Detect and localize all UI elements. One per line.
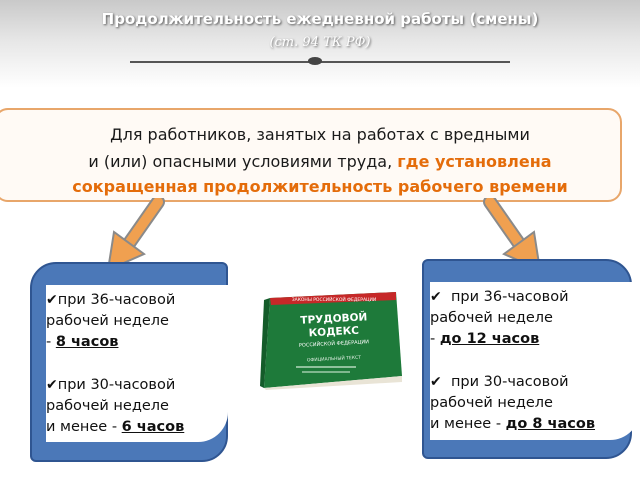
book-official-text: ОФИЦИАЛЬНЫЙ ТЕКСТ xyxy=(307,354,362,364)
callout-line-2: и (или) опасными условиями труда, где ус… xyxy=(0,152,640,171)
left-item1-prefix: - xyxy=(46,334,56,350)
left-panel: ✔при 36-часовой рабочей неделе - 8 часов… xyxy=(46,285,228,442)
left-item1-line1: ✔при 36-часовой xyxy=(46,290,175,311)
right-item1-line2: рабочей неделе xyxy=(430,310,553,326)
book-title-1: ТРУДОВОЙ xyxy=(300,310,368,326)
book-title-2: КОДЕКС xyxy=(308,325,359,340)
checkmark-icon: ✔ xyxy=(430,289,442,305)
callout-highlight: где установлена xyxy=(397,152,552,171)
page-subtitle: (ст. 94 ТК РФ) xyxy=(269,35,371,50)
left-item2-line1: ✔при 30-часовой xyxy=(46,375,175,396)
right-item2-line3: и менее - до 8 часов xyxy=(430,414,595,435)
right-item2-line1: ✔ при 30-часовой xyxy=(430,372,569,393)
right-item2-line2: рабочей неделе xyxy=(430,395,553,411)
left-item1-value: 8 часов xyxy=(55,334,119,350)
right-item1-value: до 12 часов xyxy=(439,331,540,347)
right-panel: ✔ при 36-часовой рабочей неделе - до 12 … xyxy=(430,282,640,440)
right-item1-line1: ✔ при 36-часовой xyxy=(430,287,569,308)
left-item2-line2: рабочей неделе xyxy=(46,398,169,414)
divider-ornament xyxy=(308,57,322,65)
left-item2-value: 6 часов xyxy=(121,419,185,435)
labor-code-book-image: ЗАКОНЫ РОССИЙСКОЙ ФЕДЕРАЦИИ ТРУДОВОЙ КОД… xyxy=(260,292,402,390)
callout-line-2-text: и (или) опасными условиями труда, xyxy=(88,152,398,171)
right-item2-text-a: при 30-часовой xyxy=(450,374,569,390)
right-item2-value: до 8 часов xyxy=(505,416,596,432)
callout-line-3: сокращенная продолжительность рабочего в… xyxy=(72,177,568,196)
page-title: Продолжительность ежедневной работы (сме… xyxy=(101,10,539,28)
checkmark-icon: ✔ xyxy=(430,374,442,390)
header-band xyxy=(0,0,640,88)
left-item2-prefix: и менее - xyxy=(46,419,122,435)
book-top-band: ЗАКОНЫ РОССИЙСКОЙ ФЕДЕРАЦИИ xyxy=(292,296,377,303)
right-item2-prefix: и менее - xyxy=(430,416,506,432)
left-item1-text-a: при 36-часовой xyxy=(57,292,176,308)
checkmark-icon: ✔ xyxy=(46,292,58,308)
callout-line-1: Для работников, занятых на работах с вре… xyxy=(110,125,530,144)
right-item1-prefix: - xyxy=(430,331,440,347)
left-item2-text-a: при 30-часовой xyxy=(57,377,176,393)
condition-callout xyxy=(0,108,622,202)
right-item1-text-a: при 36-часовой xyxy=(450,289,569,305)
left-item1-line2: рабочей неделе xyxy=(46,313,169,329)
left-item1-line3: - 8 часов xyxy=(46,332,118,353)
book-title-3: РОССИЙСКОЙ ФЕДЕРАЦИИ xyxy=(299,338,370,349)
checkmark-icon: ✔ xyxy=(46,377,58,393)
right-item1-line3: - до 12 часов xyxy=(430,329,539,350)
left-item2-line3: и менее - 6 часов xyxy=(46,417,184,438)
